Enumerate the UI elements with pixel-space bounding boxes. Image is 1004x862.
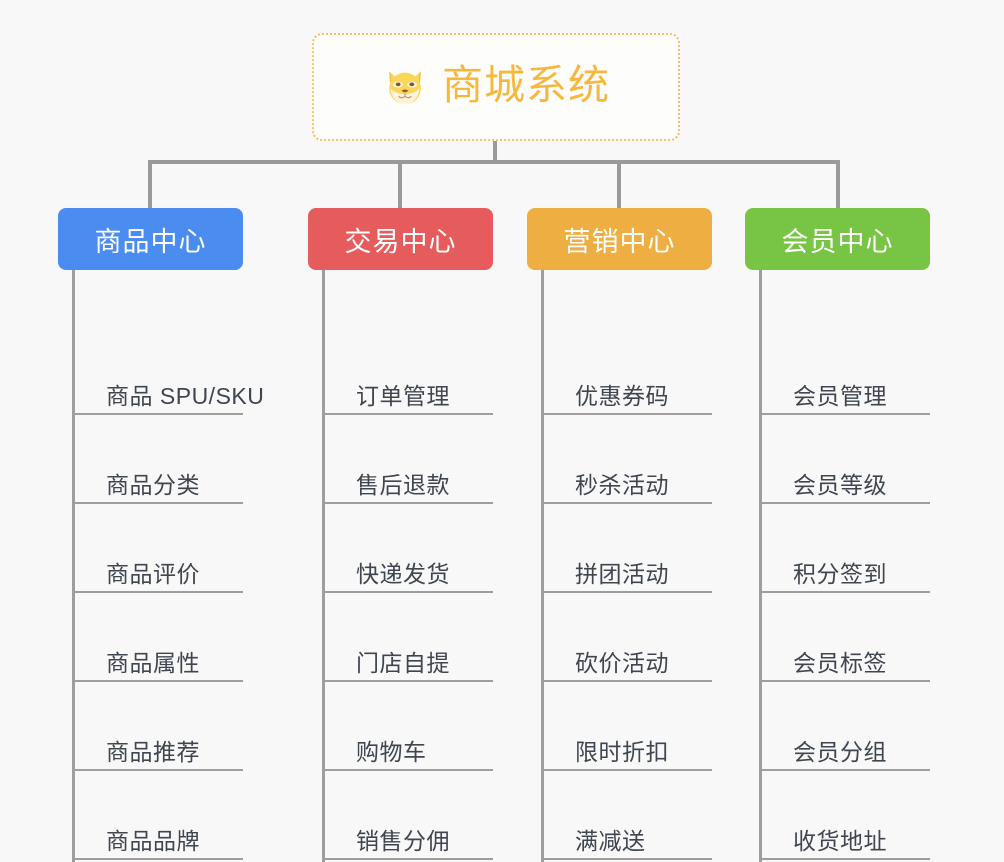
root-node-title: 商城系统 xyxy=(442,62,610,108)
leaf-item[interactable]: 满减送 xyxy=(541,771,712,860)
category-header-product-center[interactable]: 商品中心 xyxy=(58,208,243,270)
column-member-center: 会员中心 会员管理 会员等级 积分签到 会员标签 会员分组 收货地址 xyxy=(745,208,930,862)
leaf-item-label: 门店自提 xyxy=(356,649,450,676)
leaf-item[interactable]: 商品推荐 xyxy=(72,682,243,771)
column-body-trade-center: 订单管理 售后退款 快递发货 门店自提 购物车 销售分佣 xyxy=(308,270,493,862)
column-body-member-center: 会员管理 会员等级 积分签到 会员标签 会员分组 收货地址 xyxy=(745,270,930,862)
leaf-item[interactable]: 砍价活动 xyxy=(541,593,712,682)
connector-drop-1 xyxy=(148,160,152,208)
category-header-label: 营销中心 xyxy=(563,226,676,257)
connector-horizontal-bus xyxy=(148,160,840,164)
category-header-label: 会员中心 xyxy=(781,226,894,257)
connector-drop-2 xyxy=(398,160,402,208)
column-trunk-line xyxy=(759,270,762,862)
leaf-item-label: 秒杀活动 xyxy=(575,471,669,498)
leaf-item-label: 商品评价 xyxy=(106,560,200,587)
leaf-item-label: 满减送 xyxy=(575,827,646,854)
leaf-item[interactable]: 秒杀活动 xyxy=(541,415,712,504)
category-header-trade-center[interactable]: 交易中心 xyxy=(308,208,493,270)
leaf-item-label: 积分签到 xyxy=(793,560,887,587)
leaf-item[interactable]: 商品 SPU/SKU xyxy=(72,326,264,415)
leaf-item-label: 商品推荐 xyxy=(106,738,200,765)
leaf-item[interactable]: 商品属性 xyxy=(72,593,243,682)
column-trunk-line xyxy=(541,270,544,862)
leaf-item-label: 收货地址 xyxy=(793,827,887,854)
leaf-item-label: 订单管理 xyxy=(356,382,450,409)
leaf-item[interactable]: 订单管理 xyxy=(322,326,493,415)
diagram-canvas: 商城系统 商品中心 商品 SPU/SKU 商品分类 商品评价 商品属性 商品推荐… xyxy=(58,33,930,862)
shiba-dog-face-icon xyxy=(389,71,421,106)
column-body-product-center: 商品 SPU/SKU 商品分类 商品评价 商品属性 商品推荐 商品品牌 xyxy=(58,270,264,862)
leaf-item-label: 购物车 xyxy=(356,738,427,765)
leaf-item-label: 会员管理 xyxy=(793,382,887,409)
category-header-label: 商品中心 xyxy=(94,226,207,257)
leaf-item[interactable]: 门店自提 xyxy=(322,593,493,682)
leaf-item-label: 拼团活动 xyxy=(575,560,669,587)
leaf-item-label: 会员标签 xyxy=(793,649,887,676)
leaf-item[interactable]: 快递发货 xyxy=(322,504,493,593)
leaf-item[interactable]: 会员分组 xyxy=(759,682,930,771)
leaf-item[interactable]: 商品品牌 xyxy=(72,771,243,860)
leaf-item[interactable]: 优惠券码 xyxy=(541,326,712,415)
leaf-item-label: 优惠券码 xyxy=(575,382,669,409)
leaf-item[interactable]: 售后退款 xyxy=(322,415,493,504)
connector-root-stem xyxy=(493,141,497,163)
category-header-marketing-center[interactable]: 营销中心 xyxy=(527,208,712,270)
leaf-item[interactable]: 会员管理 xyxy=(759,326,930,415)
leaf-item[interactable]: 商品评价 xyxy=(72,504,243,593)
category-header-member-center[interactable]: 会员中心 xyxy=(745,208,930,270)
leaf-item-label: 商品分类 xyxy=(106,471,200,498)
column-trunk-line xyxy=(72,270,75,862)
leaf-item[interactable]: 限时折扣 xyxy=(541,682,712,771)
leaf-item[interactable]: 商品分类 xyxy=(72,415,243,504)
leaf-item-label: 售后退款 xyxy=(356,471,450,498)
column-product-center: 商品中心 商品 SPU/SKU 商品分类 商品评价 商品属性 商品推荐 商品品牌 xyxy=(58,208,264,862)
connector-drop-3 xyxy=(617,160,621,208)
column-body-marketing-center: 优惠券码 秒杀活动 拼团活动 砍价活动 限时折扣 满减送 xyxy=(527,270,712,862)
leaf-item-label: 快递发货 xyxy=(356,560,450,587)
leaf-item-label: 会员分组 xyxy=(793,738,887,765)
category-header-label: 交易中心 xyxy=(344,226,457,257)
leaf-item-label: 商品 SPU/SKU xyxy=(106,382,265,409)
leaf-item-label: 商品属性 xyxy=(106,649,200,676)
leaf-item-label: 会员等级 xyxy=(793,471,887,498)
leaf-item-label: 砍价活动 xyxy=(575,649,669,676)
leaf-item[interactable]: 收货地址 xyxy=(759,771,930,860)
leaf-item[interactable]: 会员等级 xyxy=(759,415,930,504)
leaf-item[interactable]: 会员标签 xyxy=(759,593,930,682)
leaf-item[interactable]: 积分签到 xyxy=(759,504,930,593)
leaf-item-label: 商品品牌 xyxy=(106,827,200,854)
column-marketing-center: 营销中心 优惠券码 秒杀活动 拼团活动 砍价活动 限时折扣 满减送 xyxy=(527,208,712,862)
leaf-item-label: 销售分佣 xyxy=(356,827,450,854)
column-trunk-line xyxy=(322,270,325,862)
leaf-item[interactable]: 购物车 xyxy=(322,682,493,771)
leaf-item[interactable]: 拼团活动 xyxy=(541,504,712,593)
leaf-item[interactable]: 销售分佣 xyxy=(322,771,493,860)
leaf-item-label: 限时折扣 xyxy=(575,738,669,765)
connector-drop-4 xyxy=(836,160,840,208)
root-node-商城系统[interactable]: 商城系统 xyxy=(312,33,680,141)
column-trade-center: 交易中心 订单管理 售后退款 快递发货 门店自提 购物车 销售分佣 xyxy=(308,208,493,862)
